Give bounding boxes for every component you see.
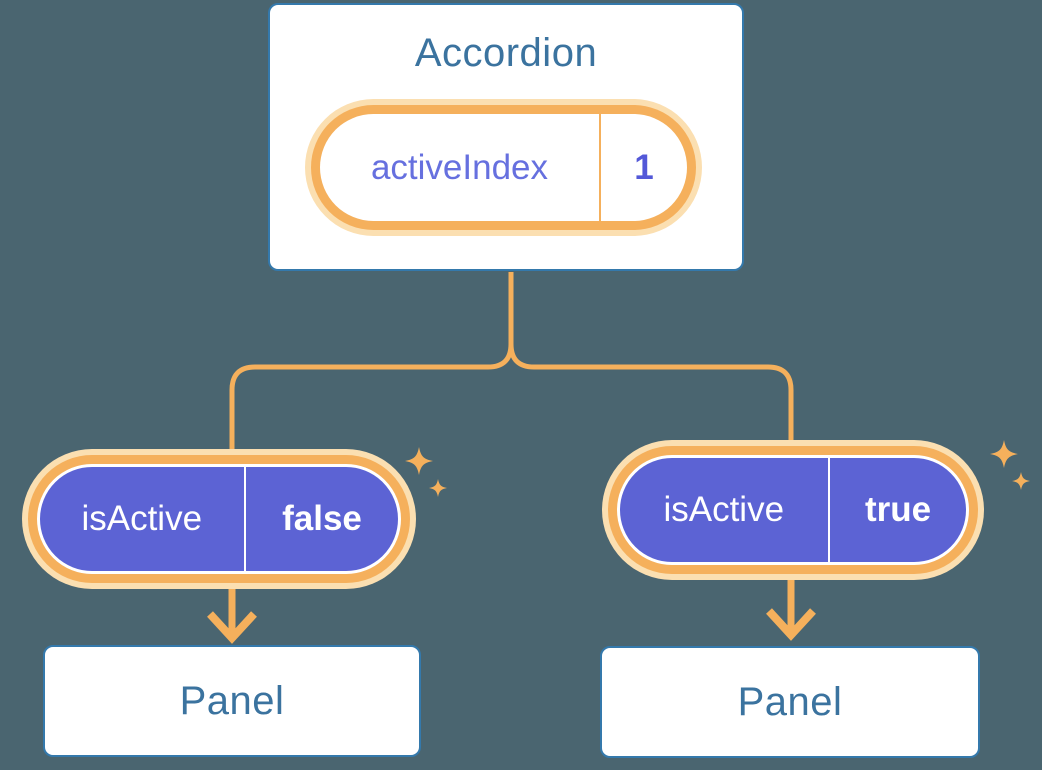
state-pill-activeindex: activeIndex 1 [305,99,702,236]
prop-pill-label: isActive [663,490,785,529]
sparkle-icon [1012,472,1030,490]
pill-divider [599,114,601,221]
sparkle-icon [429,479,447,497]
sparkle-icon [990,440,1018,468]
panel-node-title: Panel [737,679,843,724]
prop-pill-body: isActive true [617,455,969,565]
prop-pill-value: false [282,499,362,538]
arrow-right-head [766,608,816,641]
prop-pill-isactive-left: isActive false [22,449,416,589]
state-pill-value: 1 [634,147,654,187]
state-pill-ring: activeIndex 1 [311,105,696,230]
panel-node-title: Panel [179,678,285,723]
panel-node-card-left: Panel [43,645,421,757]
prop-pill-label: isActive [81,499,203,538]
branch-line-left [229,272,514,462]
accordion-node-title: Accordion [414,31,598,75]
prop-pill-body: isActive false [37,464,401,574]
panel-node-card-right: Panel [600,646,980,758]
pill-divider [243,467,246,571]
state-pill-body: activeIndex 1 [320,114,687,221]
prop-pill-isactive-right: isActive true [602,440,984,580]
pill-divider [827,458,830,562]
prop-pill-ring: isActive false [28,455,410,583]
prop-pill-value: true [864,490,932,529]
state-pill-label: activeIndex [370,147,549,187]
prop-pill-ring: isActive true [608,446,978,574]
sparkle-icon [405,447,433,475]
arrow-left-head [207,611,257,644]
branch-line-right [508,272,794,453]
